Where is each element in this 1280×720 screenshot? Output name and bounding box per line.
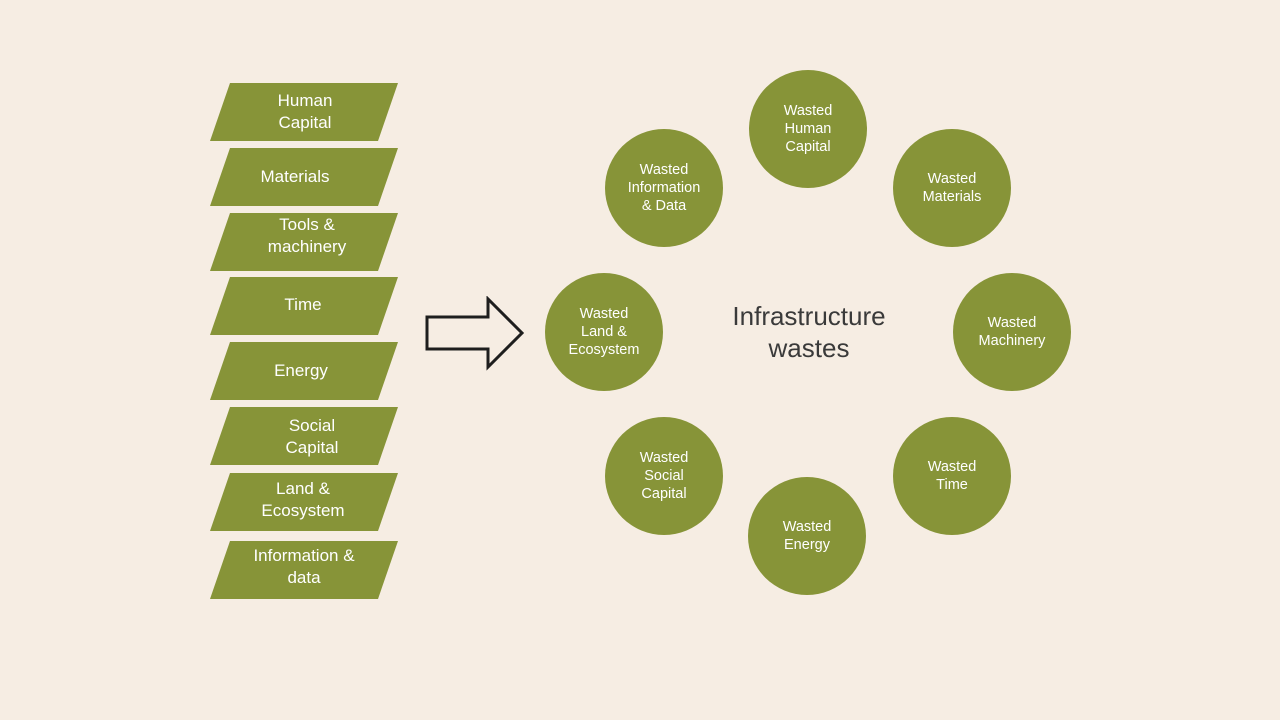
right-arrow-outline-icon	[425, 296, 525, 371]
parallelogram-shape	[210, 407, 398, 465]
input-label: Social Capital	[285, 416, 339, 457]
waste-circle-time: Wasted Time	[893, 417, 1011, 535]
parallelogram-shape	[210, 83, 398, 141]
parallelogram-shape	[210, 148, 398, 206]
parallelogram-shape	[210, 541, 398, 599]
input-land-ecosystem: Land & Ecosystem	[210, 473, 398, 531]
waste-label: Wasted Human Capital	[783, 103, 833, 155]
waste-label: Wasted Information & Data	[627, 162, 701, 214]
input-label: Tools & machinery	[267, 215, 347, 256]
input-label: Land & Ecosystem	[261, 479, 345, 520]
waste-circle-information-data: Wasted Information & Data	[605, 129, 723, 247]
input-label: Energy	[274, 361, 328, 380]
waste-circle-human-capital: Wasted Human Capital	[749, 70, 867, 188]
input-human-capital: Human Capital	[210, 83, 398, 141]
input-label: Human Capital	[277, 91, 333, 132]
waste-circle-machinery: Wasted Machinery	[953, 273, 1071, 391]
input-tools-machinery: Tools & machinery	[210, 213, 398, 271]
waste-label: Wasted Energy	[782, 519, 832, 553]
input-label: Time	[284, 295, 322, 314]
waste-label: Wasted Materials	[922, 171, 982, 205]
waste-label: Wasted Social Capital	[639, 450, 689, 502]
parallelogram-shape	[210, 277, 398, 335]
waste-label: Wasted Machinery	[978, 315, 1046, 349]
waste-label: Wasted Time	[927, 459, 977, 493]
input-social-capital: Social Capital	[210, 407, 398, 465]
waste-label: Wasted Land & Ecosystem	[568, 306, 640, 358]
waste-circle-land-ecosystem: Wasted Land & Ecosystem	[545, 273, 663, 391]
parallelogram-shape	[210, 473, 398, 531]
waste-circle-materials: Wasted Materials	[893, 129, 1011, 247]
input-information-data: Information & data	[210, 541, 398, 599]
input-time: Time	[210, 277, 398, 335]
input-label: Materials	[260, 167, 330, 186]
waste-circle-energy: Wasted Energy	[748, 477, 866, 595]
diagram-center-title: Infrastructure wastes	[732, 301, 886, 363]
input-energy: Energy	[210, 342, 398, 400]
waste-circle-social-capital: Wasted Social Capital	[605, 417, 723, 535]
parallelogram-shape	[210, 213, 398, 271]
input-materials: Materials	[210, 148, 398, 206]
parallelogram-shape	[210, 342, 398, 400]
input-label: Information & data	[253, 546, 355, 587]
